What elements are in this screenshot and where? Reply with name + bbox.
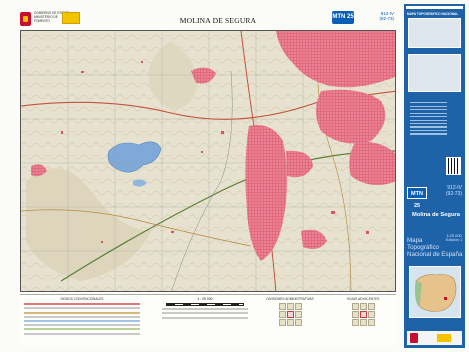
mtn25-logo: MTN 25 bbox=[332, 11, 354, 24]
scale-label: 1 : 25 000 bbox=[197, 297, 213, 301]
legend-swatch bbox=[24, 315, 140, 318]
side-scale: 1:25 000 Edición 1 bbox=[444, 233, 464, 243]
series-line-1: Mapa bbox=[407, 237, 423, 244]
ign-logo-icon bbox=[437, 334, 451, 342]
side-footer-logos bbox=[407, 331, 462, 345]
side-series-title: Mapa Topográfico Nacional de España bbox=[407, 237, 463, 259]
spain-crest-icon bbox=[410, 333, 418, 343]
legend-swatch bbox=[24, 332, 140, 335]
legend-swatch bbox=[24, 319, 140, 322]
side-sheet-number: 912-IV (92-73) bbox=[434, 185, 462, 197]
map-header: GOBIERNO DE ESPAÑA MINISTERIO DE FOMENTO… bbox=[18, 8, 396, 30]
settlements bbox=[61, 61, 369, 243]
hill-area bbox=[26, 168, 151, 281]
series-line-3: Nacional de España bbox=[407, 251, 463, 259]
legend-swatch bbox=[162, 316, 248, 319]
spain-outline bbox=[415, 274, 457, 312]
topographic-map bbox=[21, 31, 395, 291]
adjacent-sheets-title: HOJAS ADYACENTES bbox=[346, 297, 380, 301]
sheet-info-list bbox=[408, 100, 461, 144]
urban-area bbox=[286, 150, 313, 178]
side-sheet-name: Molina de Segura bbox=[412, 212, 460, 218]
legend-swatch bbox=[162, 308, 248, 311]
scale-bar bbox=[166, 303, 244, 306]
urban-area bbox=[276, 31, 395, 88]
side-panel-topbar bbox=[406, 6, 463, 9]
scale-block: 1 : 25 000 bbox=[160, 297, 250, 345]
conventional-signs: SIGNOS CONVENCIONALES bbox=[22, 297, 142, 345]
ministry-name: MINISTERIO DE FOMENTO bbox=[34, 15, 58, 23]
adjacent-sheets: HOJAS ADYACENTES bbox=[332, 297, 394, 345]
admin-divisions-diagram bbox=[278, 303, 302, 326]
sheet-grid-value: (92-73) bbox=[379, 16, 394, 21]
sheet-location-marker bbox=[444, 297, 447, 300]
government-label: GOBIERNO DE ESPAÑA MINISTERIO DE FOMENTO bbox=[34, 11, 74, 23]
sheet-number: 912-IV (92-73) bbox=[370, 11, 394, 21]
side-sheet-number-value: 912-IV bbox=[447, 185, 462, 191]
side-scale-note: Edición 1 bbox=[445, 237, 463, 243]
urban-area bbox=[316, 89, 386, 144]
urban-area bbox=[245, 125, 287, 261]
side-sheet-grid-value: (92-73) bbox=[445, 191, 462, 197]
ign-logo-icon bbox=[62, 12, 80, 24]
side-scale-value: 1:25 000 bbox=[446, 233, 462, 238]
location-map bbox=[408, 18, 461, 48]
government-name: GOBIERNO DE ESPAÑA bbox=[34, 11, 71, 15]
side-panel: MAPA TOPOGRÁFICO NACIONAL MTN 25 912-IV … bbox=[404, 4, 465, 348]
spain-crest-icon bbox=[20, 12, 31, 26]
admin-divisions-title: DIVISIONES ADMINISTRATIVAS bbox=[266, 297, 314, 301]
urban-area bbox=[349, 141, 395, 185]
spain-overview-map bbox=[409, 266, 461, 318]
urban-area bbox=[31, 164, 47, 177]
mtn25-logo-side: MTN 25 bbox=[407, 187, 427, 209]
conventional-signs-title: SIGNOS CONVENCIONALES bbox=[60, 297, 104, 301]
urban-area bbox=[191, 67, 216, 84]
legend-swatch bbox=[162, 312, 248, 315]
legend-swatch bbox=[24, 311, 140, 314]
legend-swatch bbox=[24, 307, 140, 310]
map-frame[interactable] bbox=[20, 30, 396, 292]
pond bbox=[133, 179, 147, 187]
reservoir bbox=[107, 141, 162, 173]
side-panel-heading: MAPA TOPOGRÁFICO NACIONAL bbox=[407, 12, 459, 16]
legend-swatch bbox=[24, 324, 140, 327]
sheet-number-value: 912-IV bbox=[380, 11, 394, 16]
map-title: MOLINA DE SEGURA bbox=[179, 16, 257, 25]
legend-swatch bbox=[24, 303, 140, 306]
legend-swatch bbox=[24, 328, 140, 331]
map-legend: SIGNOS CONVENCIONALES 1 : 25 000 DIVISIO… bbox=[20, 294, 396, 346]
admin-divisions: DIVISIONES ADMINISTRATIVAS bbox=[260, 297, 320, 345]
barcode-icon bbox=[446, 157, 461, 175]
adjacent-sheets-diagram bbox=[351, 303, 375, 326]
series-line-2: Topográfico bbox=[407, 244, 439, 252]
sheet-index-map bbox=[408, 54, 461, 92]
urban-area bbox=[301, 229, 327, 249]
